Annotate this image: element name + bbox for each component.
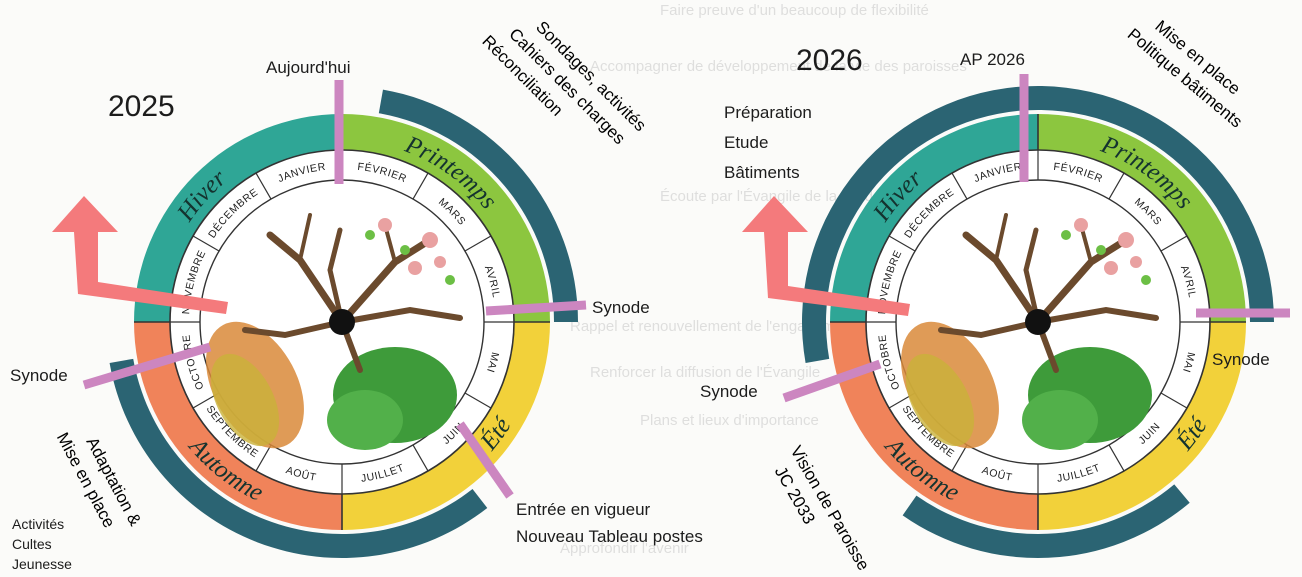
note-line: Cultes [12, 536, 52, 552]
today-label: Aujourd'hui [266, 58, 351, 77]
synode-marker-left [82, 342, 212, 390]
bottom-notes: Activités Cultes Jeunesse [12, 514, 72, 574]
month-divider [1160, 235, 1188, 252]
synode-label-right: Synode [592, 298, 650, 317]
spring-leaves [1061, 230, 1151, 285]
synode-label-left: Synode [10, 366, 68, 385]
month-divider [412, 172, 429, 200]
synode-label-left: Synode [700, 382, 758, 401]
month-divider [464, 235, 492, 252]
month-divider [888, 235, 916, 252]
summer-foliage [1022, 390, 1098, 450]
spring-blossoms [378, 218, 446, 275]
tree-illustration [206, 213, 463, 450]
spring-leaves [365, 230, 455, 285]
tree-center [329, 309, 355, 335]
autumn-foliage [210, 353, 280, 447]
season-dividers [830, 114, 1246, 530]
season-autumn-ring [830, 322, 1038, 530]
month-divider [464, 392, 492, 409]
month-divider [255, 444, 272, 472]
tree-center [1025, 309, 1051, 335]
season-summer-ring [1038, 322, 1246, 530]
background-line: Rappel et renouvellement de l'engagement [570, 318, 856, 335]
month-divider [951, 172, 968, 200]
direction-arrow [742, 196, 910, 316]
autumn-foliage [905, 353, 975, 447]
ap-label: AP 2026 [960, 50, 1025, 69]
entry-marker [456, 421, 514, 499]
outer-band-bottom [902, 484, 1190, 558]
preparation-label: Préparation Etude Bâtiments [724, 98, 812, 188]
vision-annotation: Vision de Paroisse JC 2033 [771, 443, 873, 574]
note-line: Activités [12, 516, 65, 532]
background-line: Faire preuve d'un beaucoup de flexibilit… [660, 2, 929, 19]
synode-marker-right [485, 300, 587, 316]
timeline-markers [782, 74, 1290, 403]
outer-band-autumn [109, 358, 488, 559]
background-line: Plans et lieux d'importance [640, 412, 819, 429]
month-divider [192, 235, 220, 252]
prep-line: Bâtiments [724, 163, 800, 182]
background-line: Accompagner de développement de la vie d… [590, 58, 967, 75]
timeline-markers [82, 80, 587, 499]
synode-label-right: Synode [1212, 350, 1270, 369]
outer-band-spring [378, 89, 578, 322]
season-autumn-ring [134, 322, 342, 530]
month-divider [412, 444, 429, 472]
year-title-2026: 2026 [796, 44, 863, 77]
month-divider [951, 444, 968, 472]
spring-work-annotation: Sondages, activités Cahiers des charges … [478, 17, 649, 148]
spring-blossoms [1074, 218, 1142, 275]
tree-illustration [901, 213, 1159, 450]
month-divider [1160, 392, 1188, 409]
month-divider [1108, 444, 1125, 472]
month-divider [255, 172, 272, 200]
tree-branches [938, 213, 1159, 373]
entry-label: Entrée en vigueur Nouveau Tableau postes [516, 496, 703, 550]
prep-line: Préparation [724, 103, 812, 122]
summer-foliage [327, 390, 403, 450]
wheel-2025: JANVIERFÉVRIERMARSAVRILMAIJUINJUILLETAOÛ… [52, 17, 650, 559]
synode-marker-left [782, 359, 882, 403]
background-line: Renforcer la diffusion de l'Évangile [590, 364, 821, 381]
season-spring-ring [1038, 114, 1246, 322]
month-divider [1108, 172, 1125, 200]
month-label: MAI [484, 351, 501, 374]
prep-line: Etude [724, 133, 769, 152]
note-line: Jeunesse [12, 556, 72, 572]
direction-arrow [52, 196, 228, 314]
year-title-2025: 2025 [108, 90, 175, 123]
season-summer-ring [342, 322, 550, 530]
month-dividers [866, 150, 1210, 494]
season-spring-ring [342, 114, 550, 322]
entry-line: Entrée en vigueur [516, 500, 651, 519]
month-label: MAI [1180, 351, 1197, 374]
background-line: Approfondir l'avenir [560, 540, 689, 557]
entry-line: Nouveau Tableau postes [516, 527, 703, 546]
